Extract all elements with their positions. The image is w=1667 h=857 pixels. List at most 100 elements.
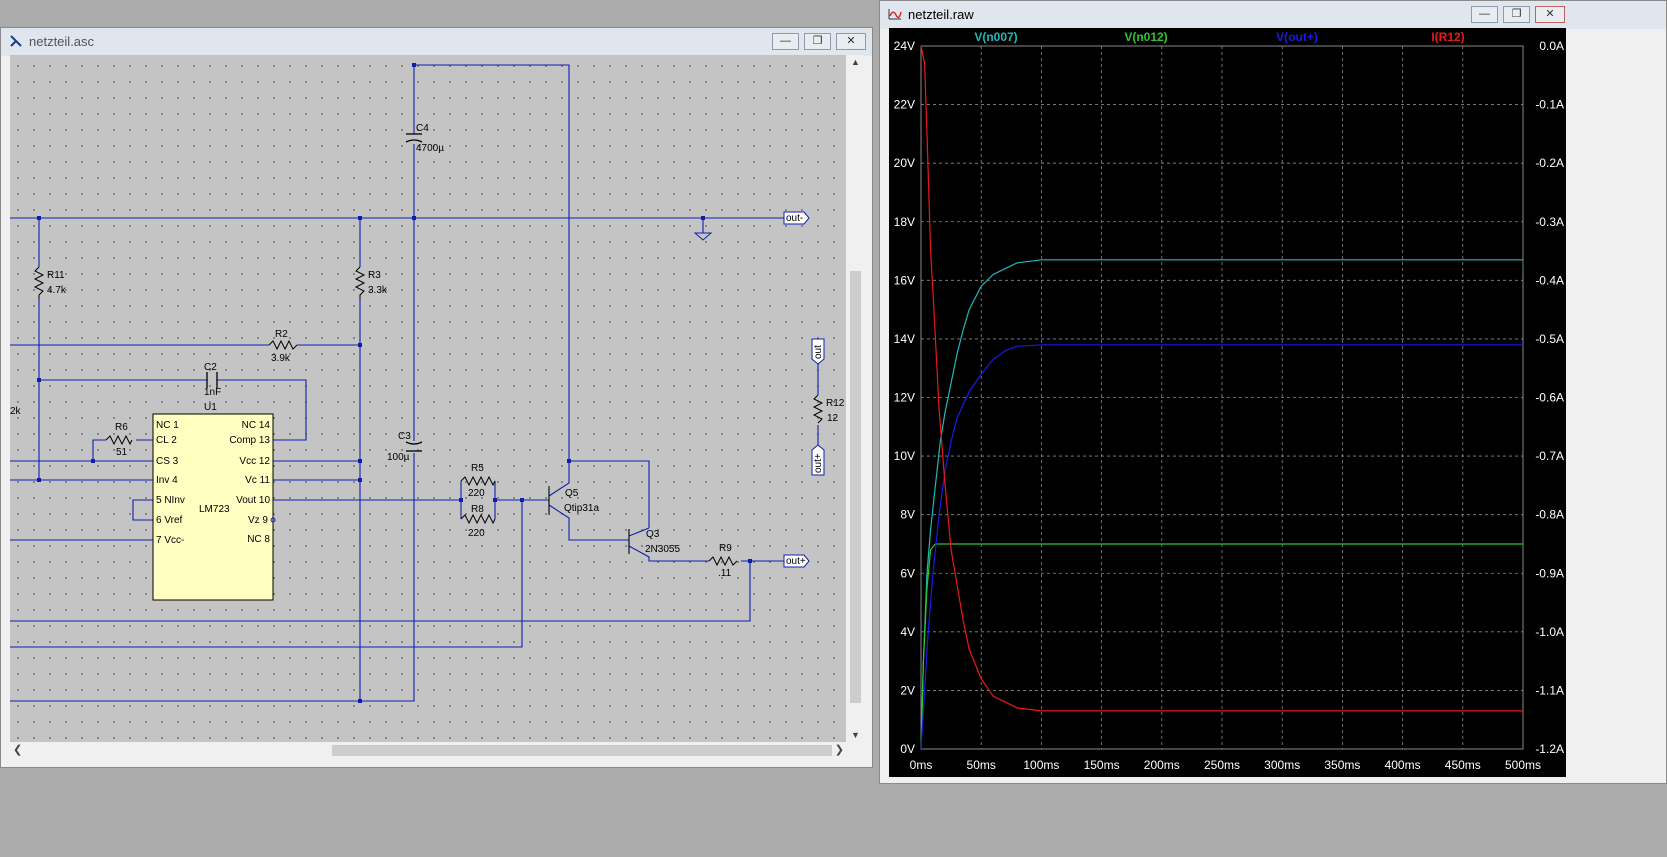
junctions (37, 63, 752, 703)
ic-pin-label: NC 14 (242, 420, 271, 431)
r2-name: R2 (275, 329, 288, 340)
r12-name: R12 (826, 398, 845, 409)
series-trace (920, 45, 1523, 712)
r6-name: R6 (115, 422, 128, 433)
x-tick-label: 0ms (910, 758, 933, 772)
y-left-tick-label: 2V (900, 683, 915, 697)
schematic-window[interactable]: netzteil.asc — ❐ ✕ (0, 27, 873, 768)
y-right-tick-label: -0.3A (1535, 215, 1564, 229)
r5-value: 220 (468, 488, 485, 499)
close-button[interactable]: ✕ (1535, 6, 1565, 23)
close-button[interactable]: ✕ (836, 33, 866, 50)
c4-value: 4700µ (416, 143, 444, 154)
net-flags (783, 211, 825, 568)
y-right-ticks: 0.0A-0.1A-0.2A-0.3A-0.4A-0.5A-0.6A-0.7A-… (1535, 39, 1564, 756)
waveform-icon (888, 9, 902, 20)
ic-pin-label: 6 Vref (156, 515, 183, 526)
scroll-up-arrow[interactable]: ▲ (851, 57, 860, 67)
y-left-tick-label: 14V (894, 332, 915, 346)
y-left-tick-label: 0V (900, 742, 915, 756)
ic-pin-label: NC 1 (156, 420, 179, 431)
r5-name: R5 (471, 463, 484, 474)
c3-value: 100µ (387, 452, 410, 463)
y-right-tick-label: -0.2A (1535, 156, 1564, 170)
y-left-tick-label: 18V (894, 215, 915, 229)
scroll-right-arrow[interactable]: ❯ (834, 744, 844, 756)
ic-pin-label: 5 NInv (156, 495, 185, 506)
r8-value: 220 (468, 528, 485, 539)
x-tick-label: 350ms (1324, 758, 1360, 772)
ltspice-icon (10, 35, 22, 47)
legend-entry[interactable]: V(out+) (1276, 30, 1318, 44)
r6-value: 51 (116, 447, 128, 458)
y-right-tick-label: -0.5A (1535, 332, 1564, 346)
y-left-tick-label: 4V (900, 625, 915, 639)
ic-pin-label: CS 3 (156, 456, 179, 467)
c2-value: 1nF (204, 387, 221, 398)
capacitor-symbols (206, 133, 423, 452)
plot-grid (920, 45, 1524, 750)
ground-icon (693, 232, 713, 241)
x-tick-label: 50ms (967, 758, 996, 772)
horizontal-scroll-thumb[interactable] (332, 745, 832, 756)
scroll-down-arrow[interactable]: ▼ (851, 730, 860, 740)
x-tick-label: 500ms (1505, 758, 1541, 772)
vertical-scrollbar[interactable]: ▲ ▼ (847, 55, 864, 742)
minimize-button[interactable]: — (1471, 6, 1498, 23)
y-left-tick-label: 10V (894, 449, 915, 463)
y-right-tick-label: -0.7A (1535, 449, 1564, 463)
r11-value: 4.7k (47, 285, 67, 296)
y-right-tick-label: -1.0A (1535, 625, 1564, 639)
r11-name: R11 (47, 270, 65, 281)
y-right-tick-label: -0.4A (1535, 273, 1564, 287)
ic-pin-label: NC 8 (247, 534, 270, 545)
r3-name: R3 (368, 270, 381, 281)
vertical-scroll-thumb[interactable] (850, 271, 861, 703)
y-left-tick-label: 22V (894, 98, 915, 112)
y-right-tick-label: 0.0A (1539, 39, 1564, 53)
legend-entry[interactable]: V(n007) (974, 30, 1017, 44)
scroll-left-arrow[interactable]: ❮ (13, 744, 23, 756)
x-tick-label: 400ms (1385, 758, 1421, 772)
r9-value: .11 (718, 568, 732, 579)
x-tick-label: 450ms (1445, 758, 1481, 772)
c4-name: C4 (416, 123, 429, 134)
x-tick-label: 300ms (1264, 758, 1300, 772)
resistor-symbols (33, 266, 824, 567)
x-tick-label: 200ms (1144, 758, 1180, 772)
y-right-tick-label: -0.6A (1535, 391, 1564, 405)
x-tick-label: 100ms (1023, 758, 1059, 772)
net-label-out-minus: out- (786, 213, 803, 224)
r3-value: 3.3k (368, 285, 388, 296)
restore-button[interactable]: ❐ (1503, 6, 1530, 23)
schematic-titlebar[interactable]: netzteil.asc — ❐ ✕ (1, 28, 872, 56)
transistor-symbols (548, 486, 630, 554)
ic-pin-label: Vcc 12 (239, 456, 270, 467)
minimize-button[interactable]: — (772, 33, 799, 50)
u1-value: LM723 (199, 504, 230, 515)
y-right-tick-label: -1.2A (1535, 742, 1564, 756)
r12-value: 12 (827, 413, 839, 424)
u1-name: U1 (204, 402, 217, 413)
legend-entry[interactable]: I(R12) (1431, 30, 1464, 44)
schematic-canvas[interactable]: C4 4700µ R11 4.7k R3 3.3k R2 3.9k C2 1nF… (10, 55, 846, 742)
y-right-tick-label: -0.8A (1535, 508, 1564, 522)
ic-pin-label: CL 2 (156, 435, 177, 446)
horizontal-scrollbar[interactable]: ❮ ❯ (10, 742, 847, 759)
schematic-title: netzteil.asc (29, 34, 95, 49)
net-label-out-plus-vertical: out+ (813, 453, 824, 473)
partial-label: 2k (10, 406, 22, 417)
q3-name: Q3 (646, 529, 660, 540)
wires (10, 64, 819, 702)
waveform-titlebar[interactable]: netzteil.raw — ❐ ✕ (880, 1, 1666, 29)
legend-entry[interactable]: V(n012) (1124, 30, 1167, 44)
y-right-tick-label: -0.9A (1535, 566, 1564, 580)
lm723-ic[interactable] (152, 413, 274, 601)
y-left-tick-label: 6V (900, 566, 915, 580)
restore-button[interactable]: ❐ (804, 33, 831, 50)
series-trace (920, 344, 1523, 750)
